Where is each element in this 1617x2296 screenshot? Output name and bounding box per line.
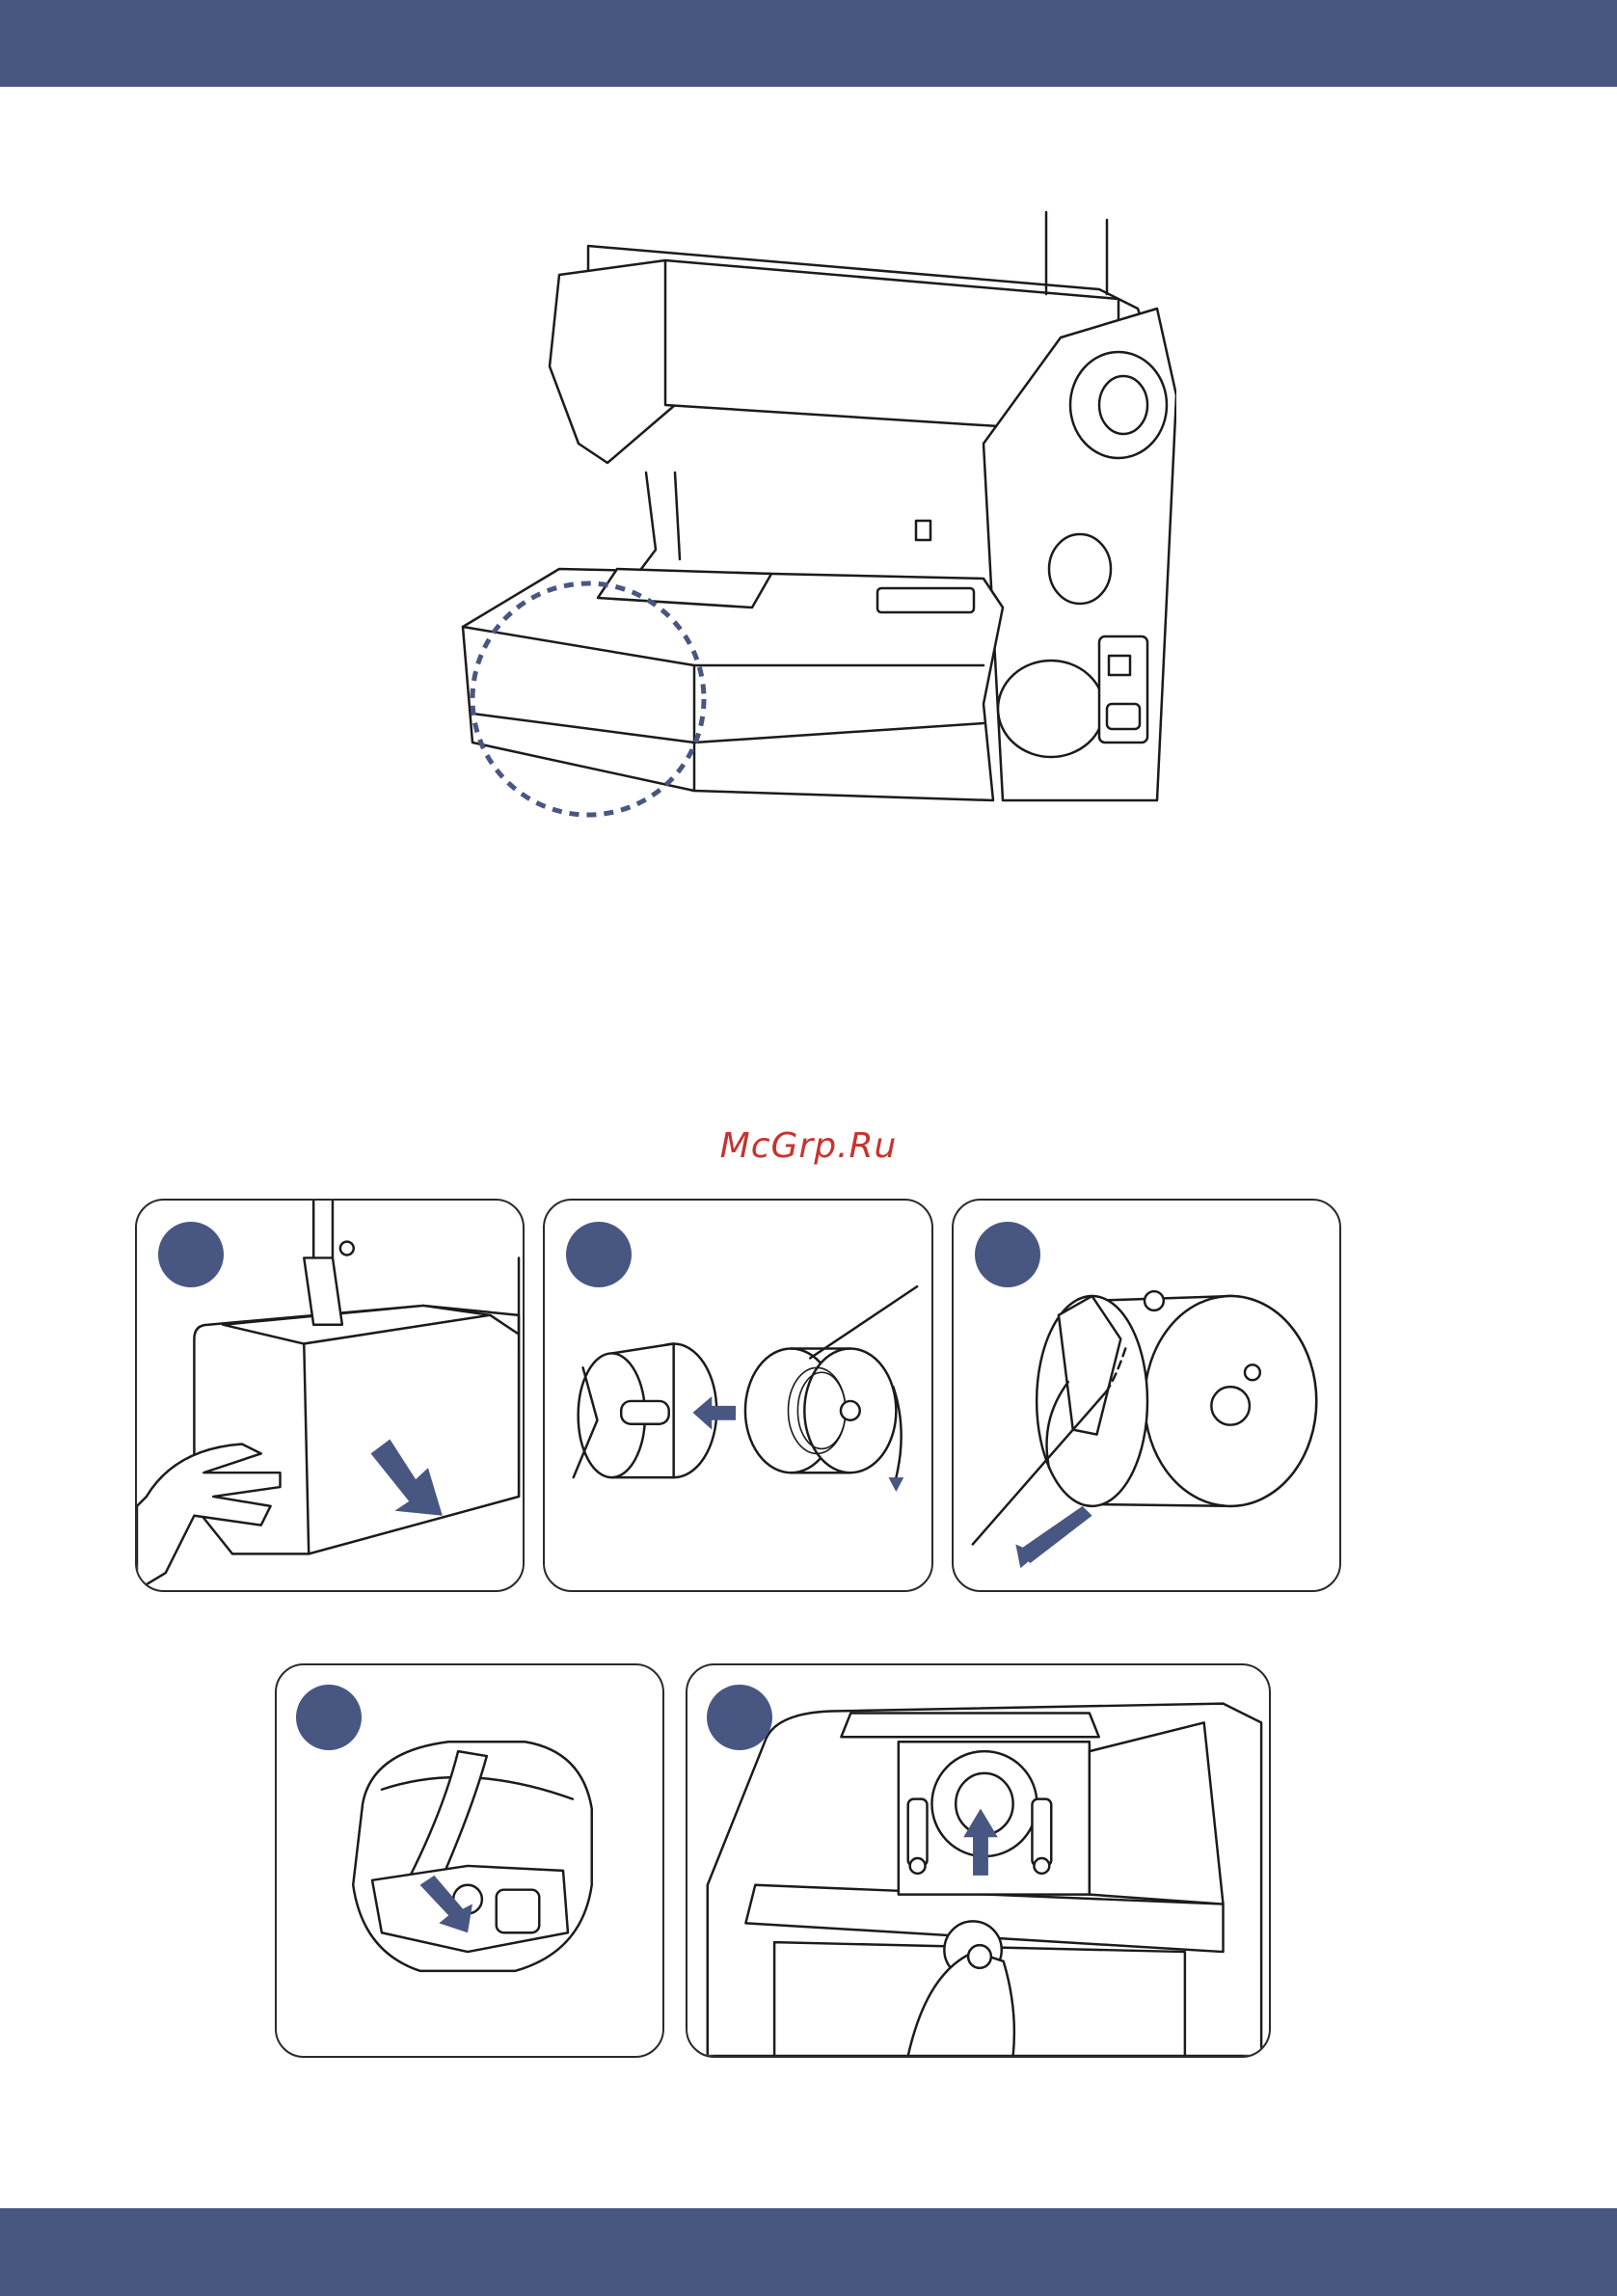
install-bobbin-case-illustration (687, 1665, 1269, 2056)
step-panel-3 (952, 1199, 1341, 1592)
step-panel-5 (686, 1663, 1271, 2058)
step-panel-1 (135, 1199, 525, 1592)
header-band (0, 0, 1617, 87)
step-1-marker (158, 1222, 224, 1287)
watermark: McGrp.Ru (0, 1126, 1617, 1166)
footer-band (0, 2208, 1617, 2296)
step-2-marker (566, 1222, 632, 1287)
step-4-marker (296, 1685, 362, 1750)
sewing-machine-illustration (444, 203, 1176, 829)
step-3-marker (975, 1222, 1040, 1287)
step-panel-4 (275, 1663, 664, 2058)
step-panel-2 (543, 1199, 933, 1592)
sewing-machine-drawing (444, 203, 1176, 829)
step-5-marker (707, 1685, 772, 1750)
